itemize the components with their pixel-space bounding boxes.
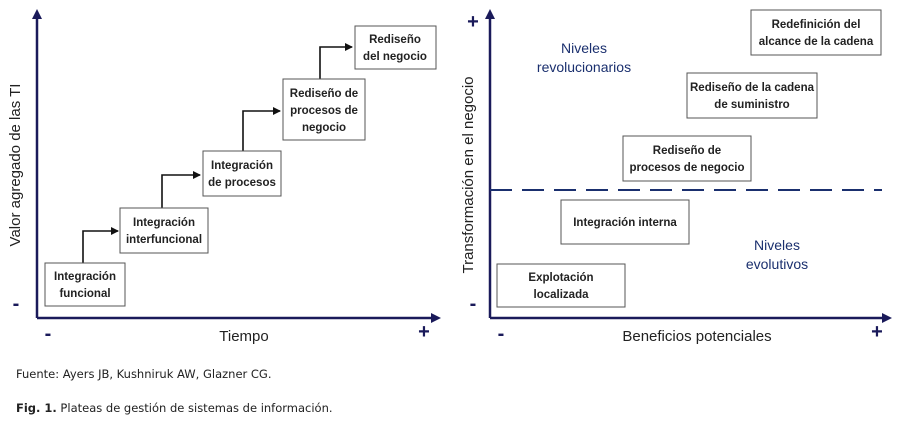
- svg-text:Niveles: Niveles: [561, 40, 607, 56]
- figure-caption: Fig. 1. Plateas de gestión de sistemas d…: [16, 401, 333, 415]
- left-x-minus: -: [45, 323, 52, 345]
- step-connectors: [82, 43, 353, 263]
- svg-text:de procesos: de procesos: [208, 177, 276, 189]
- right-y-axis-label: Transformación en el negocio: [460, 76, 477, 273]
- step-box-integracion-de-procesos: Integración de procesos: [202, 150, 282, 197]
- box-rediseno-cadena-suministro: Rediseño de la cadena de suministro: [686, 72, 818, 119]
- svg-text:evolutivos: evolutivos: [746, 256, 808, 272]
- right-diagram: Transformación en el negocio Beneficios …: [460, 9, 892, 345]
- region-evolutionary-levels: Niveles evolutivos: [746, 237, 808, 272]
- source-note: Fuente: Ayers JB, Kushniruk AW, Glazner …: [16, 367, 272, 381]
- right-y-plus: +: [467, 11, 479, 33]
- svg-text:Integración: Integración: [133, 217, 195, 229]
- svg-text:Integración interna: Integración interna: [573, 217, 677, 229]
- left-y-minus: -: [13, 293, 20, 315]
- svg-text:Explotación: Explotación: [528, 272, 593, 284]
- region-revolutionary-levels: Niveles revolucionarios: [537, 40, 631, 75]
- svg-text:Rediseño de: Rediseño de: [653, 145, 721, 157]
- figure-label: Fig. 1.: [16, 401, 57, 415]
- svg-text:interfuncional: interfuncional: [126, 234, 202, 246]
- svg-text:procesos de: procesos de: [290, 105, 358, 117]
- step-box-rediseno-negocio: Rediseño del negocio: [354, 25, 437, 70]
- svg-text:Integración: Integración: [54, 271, 116, 283]
- box-redefinicion-alcance-cadena: Redefinición del alcance de la cadena: [750, 9, 882, 56]
- svg-text:revolucionarios: revolucionarios: [537, 59, 631, 75]
- svg-text:Rediseño de: Rediseño de: [290, 88, 358, 100]
- svg-text:Integración: Integración: [211, 160, 273, 172]
- svg-text:de suministro: de suministro: [714, 99, 789, 111]
- svg-text:procesos de negocio: procesos de negocio: [629, 162, 744, 174]
- box-explotacion-localizada: Explotación localizada: [496, 263, 626, 308]
- figure-caption-text: Plateas de gestión de sistemas de inform…: [56, 401, 333, 415]
- svg-text:Rediseño de la cadena: Rediseño de la cadena: [690, 82, 815, 94]
- svg-text:localizada: localizada: [534, 289, 590, 301]
- svg-text:Rediseño: Rediseño: [369, 34, 421, 46]
- svg-text:del negocio: del negocio: [363, 51, 427, 63]
- diagrams-canvas: Valor agregado de las TI Tiempo - - + In…: [7, 9, 892, 345]
- right-x-minus: -: [498, 323, 505, 345]
- box-rediseno-procesos-negocio: Rediseño de procesos de negocio: [622, 135, 752, 182]
- step-box-rediseno-procesos: Rediseño de procesos de negocio: [282, 78, 366, 141]
- right-x-axis-label: Beneficios potenciales: [622, 328, 771, 345]
- right-y-minus: -: [470, 293, 477, 315]
- left-x-plus: +: [418, 321, 430, 343]
- svg-text:Niveles: Niveles: [754, 237, 800, 253]
- svg-text:negocio: negocio: [302, 122, 346, 134]
- step-box-integracion-funcional: Integración funcional: [44, 262, 126, 307]
- step-box-integracion-interfuncional: Integración interfuncional: [119, 207, 209, 254]
- svg-text:alcance de la cadena: alcance de la cadena: [759, 36, 874, 48]
- svg-text:funcional: funcional: [59, 288, 110, 300]
- left-x-axis-label: Tiempo: [219, 328, 268, 345]
- left-y-axis-label: Valor agregado de las TI: [7, 84, 24, 247]
- left-diagram: Valor agregado de las TI Tiempo - - + In…: [7, 9, 441, 345]
- svg-text:Redefinición del: Redefinición del: [772, 19, 861, 31]
- box-integracion-interna: Integración interna: [560, 199, 690, 245]
- right-x-plus: +: [871, 321, 883, 343]
